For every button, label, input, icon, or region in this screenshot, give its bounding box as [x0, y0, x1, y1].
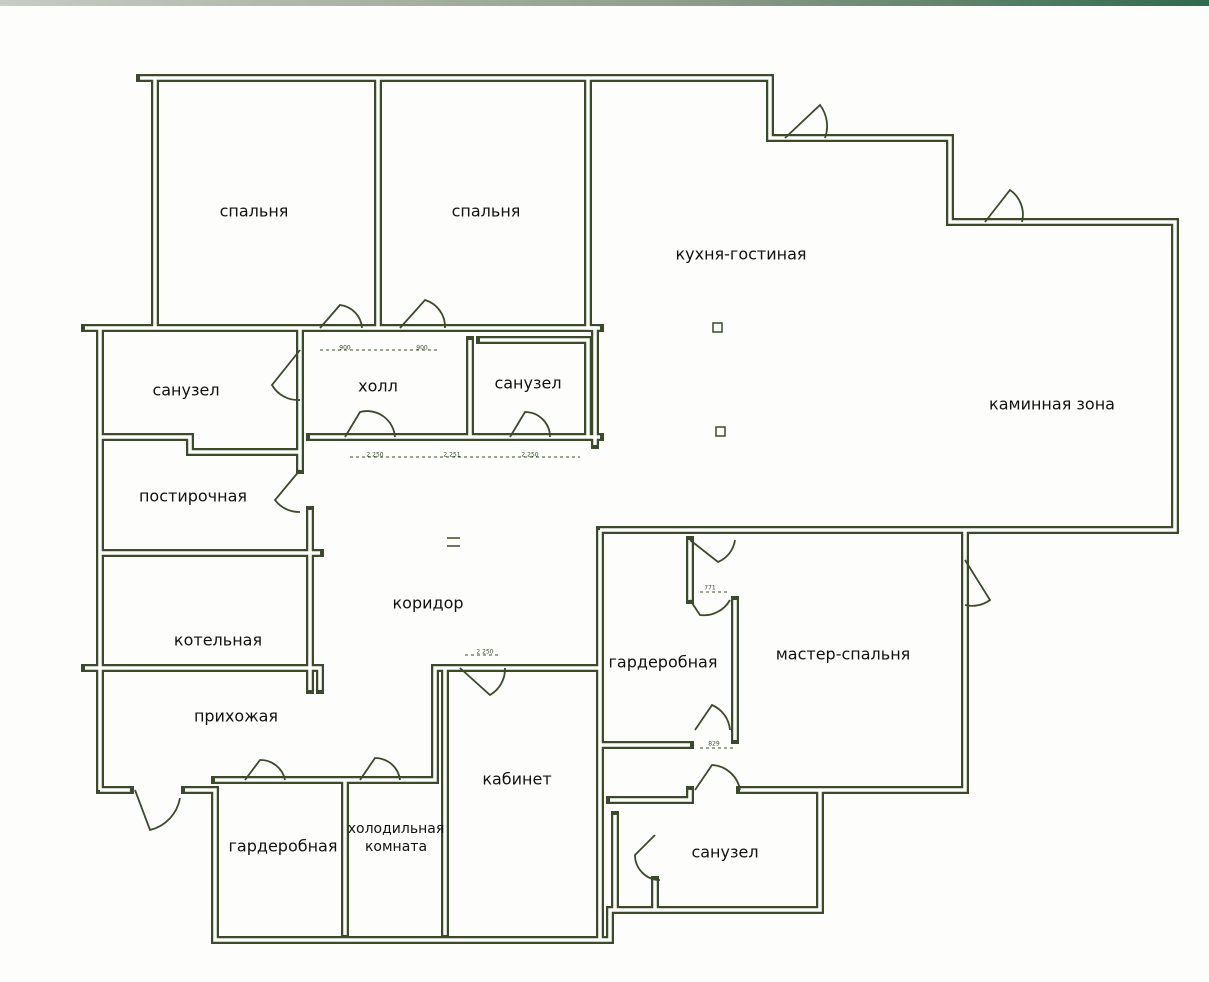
- wall-inner: [185, 788, 822, 942]
- door-swing: [694, 703, 731, 731]
- dimension-label: 2 250: [366, 451, 384, 459]
- dimension-label: 2 251: [443, 451, 461, 459]
- walls: [81, 74, 1179, 944]
- room-label: постирочная: [138, 486, 248, 506]
- door-swing: [784, 103, 828, 139]
- dimension-label: 900: [416, 344, 428, 352]
- room-label: санузел: [152, 380, 220, 400]
- wall-inner: [480, 338, 590, 437]
- wall-inner: [85, 666, 322, 690]
- wall-inner: [740, 530, 967, 792]
- room-label: санузел: [691, 842, 759, 862]
- wall-inner: [140, 76, 1177, 532]
- door-swing: [134, 789, 181, 832]
- door-swing: [689, 599, 731, 617]
- room-label: кухня-гостиная: [675, 244, 807, 264]
- room-label: спальня: [219, 201, 289, 221]
- door-swing: [399, 298, 446, 329]
- room-label: прихожая: [193, 706, 279, 726]
- door-swing: [344, 410, 396, 438]
- door-swing: [634, 834, 661, 881]
- doors: [134, 103, 1024, 881]
- door-swing: [244, 759, 286, 781]
- room-label: спальня: [451, 201, 521, 221]
- room-label: гардеробная: [608, 652, 718, 672]
- room-label: гардеробная: [228, 836, 338, 856]
- door-swing: [984, 188, 1024, 223]
- dimension-label: 771: [704, 584, 716, 592]
- room-label: санузел: [494, 373, 562, 393]
- room-label: каминная зона: [989, 394, 1115, 414]
- dimension-label: 2 250: [476, 648, 494, 656]
- room-label: кабинет: [482, 769, 552, 789]
- door-swing: [319, 304, 363, 329]
- wall: [136, 74, 1179, 534]
- dimension-label: 829: [708, 740, 720, 748]
- door-swing: [459, 667, 506, 697]
- top-border: [0, 0, 1209, 6]
- room-label: мастер-спальня: [775, 644, 911, 664]
- door-swing: [689, 539, 736, 564]
- room-label: коридор: [392, 593, 464, 613]
- wall: [96, 433, 304, 456]
- door-swing: [509, 411, 551, 438]
- door-swing: [964, 559, 992, 607]
- dimension-label: 900: [339, 344, 351, 352]
- wall-inner: [610, 790, 692, 802]
- dimension-lines: [320, 349, 735, 749]
- dimension-label: 2 250: [521, 451, 539, 459]
- door-swing: [273, 469, 301, 513]
- wall: [181, 786, 824, 944]
- wall-inner: [215, 666, 600, 782]
- room-label: котельная: [173, 630, 263, 650]
- door-swing: [359, 757, 401, 781]
- room-label: холл: [358, 376, 398, 396]
- column: [715, 426, 726, 437]
- wall: [81, 664, 324, 694]
- wall-inner: [100, 435, 300, 454]
- column: [712, 322, 723, 333]
- door-swing: [270, 349, 301, 401]
- door-swing: [694, 764, 741, 791]
